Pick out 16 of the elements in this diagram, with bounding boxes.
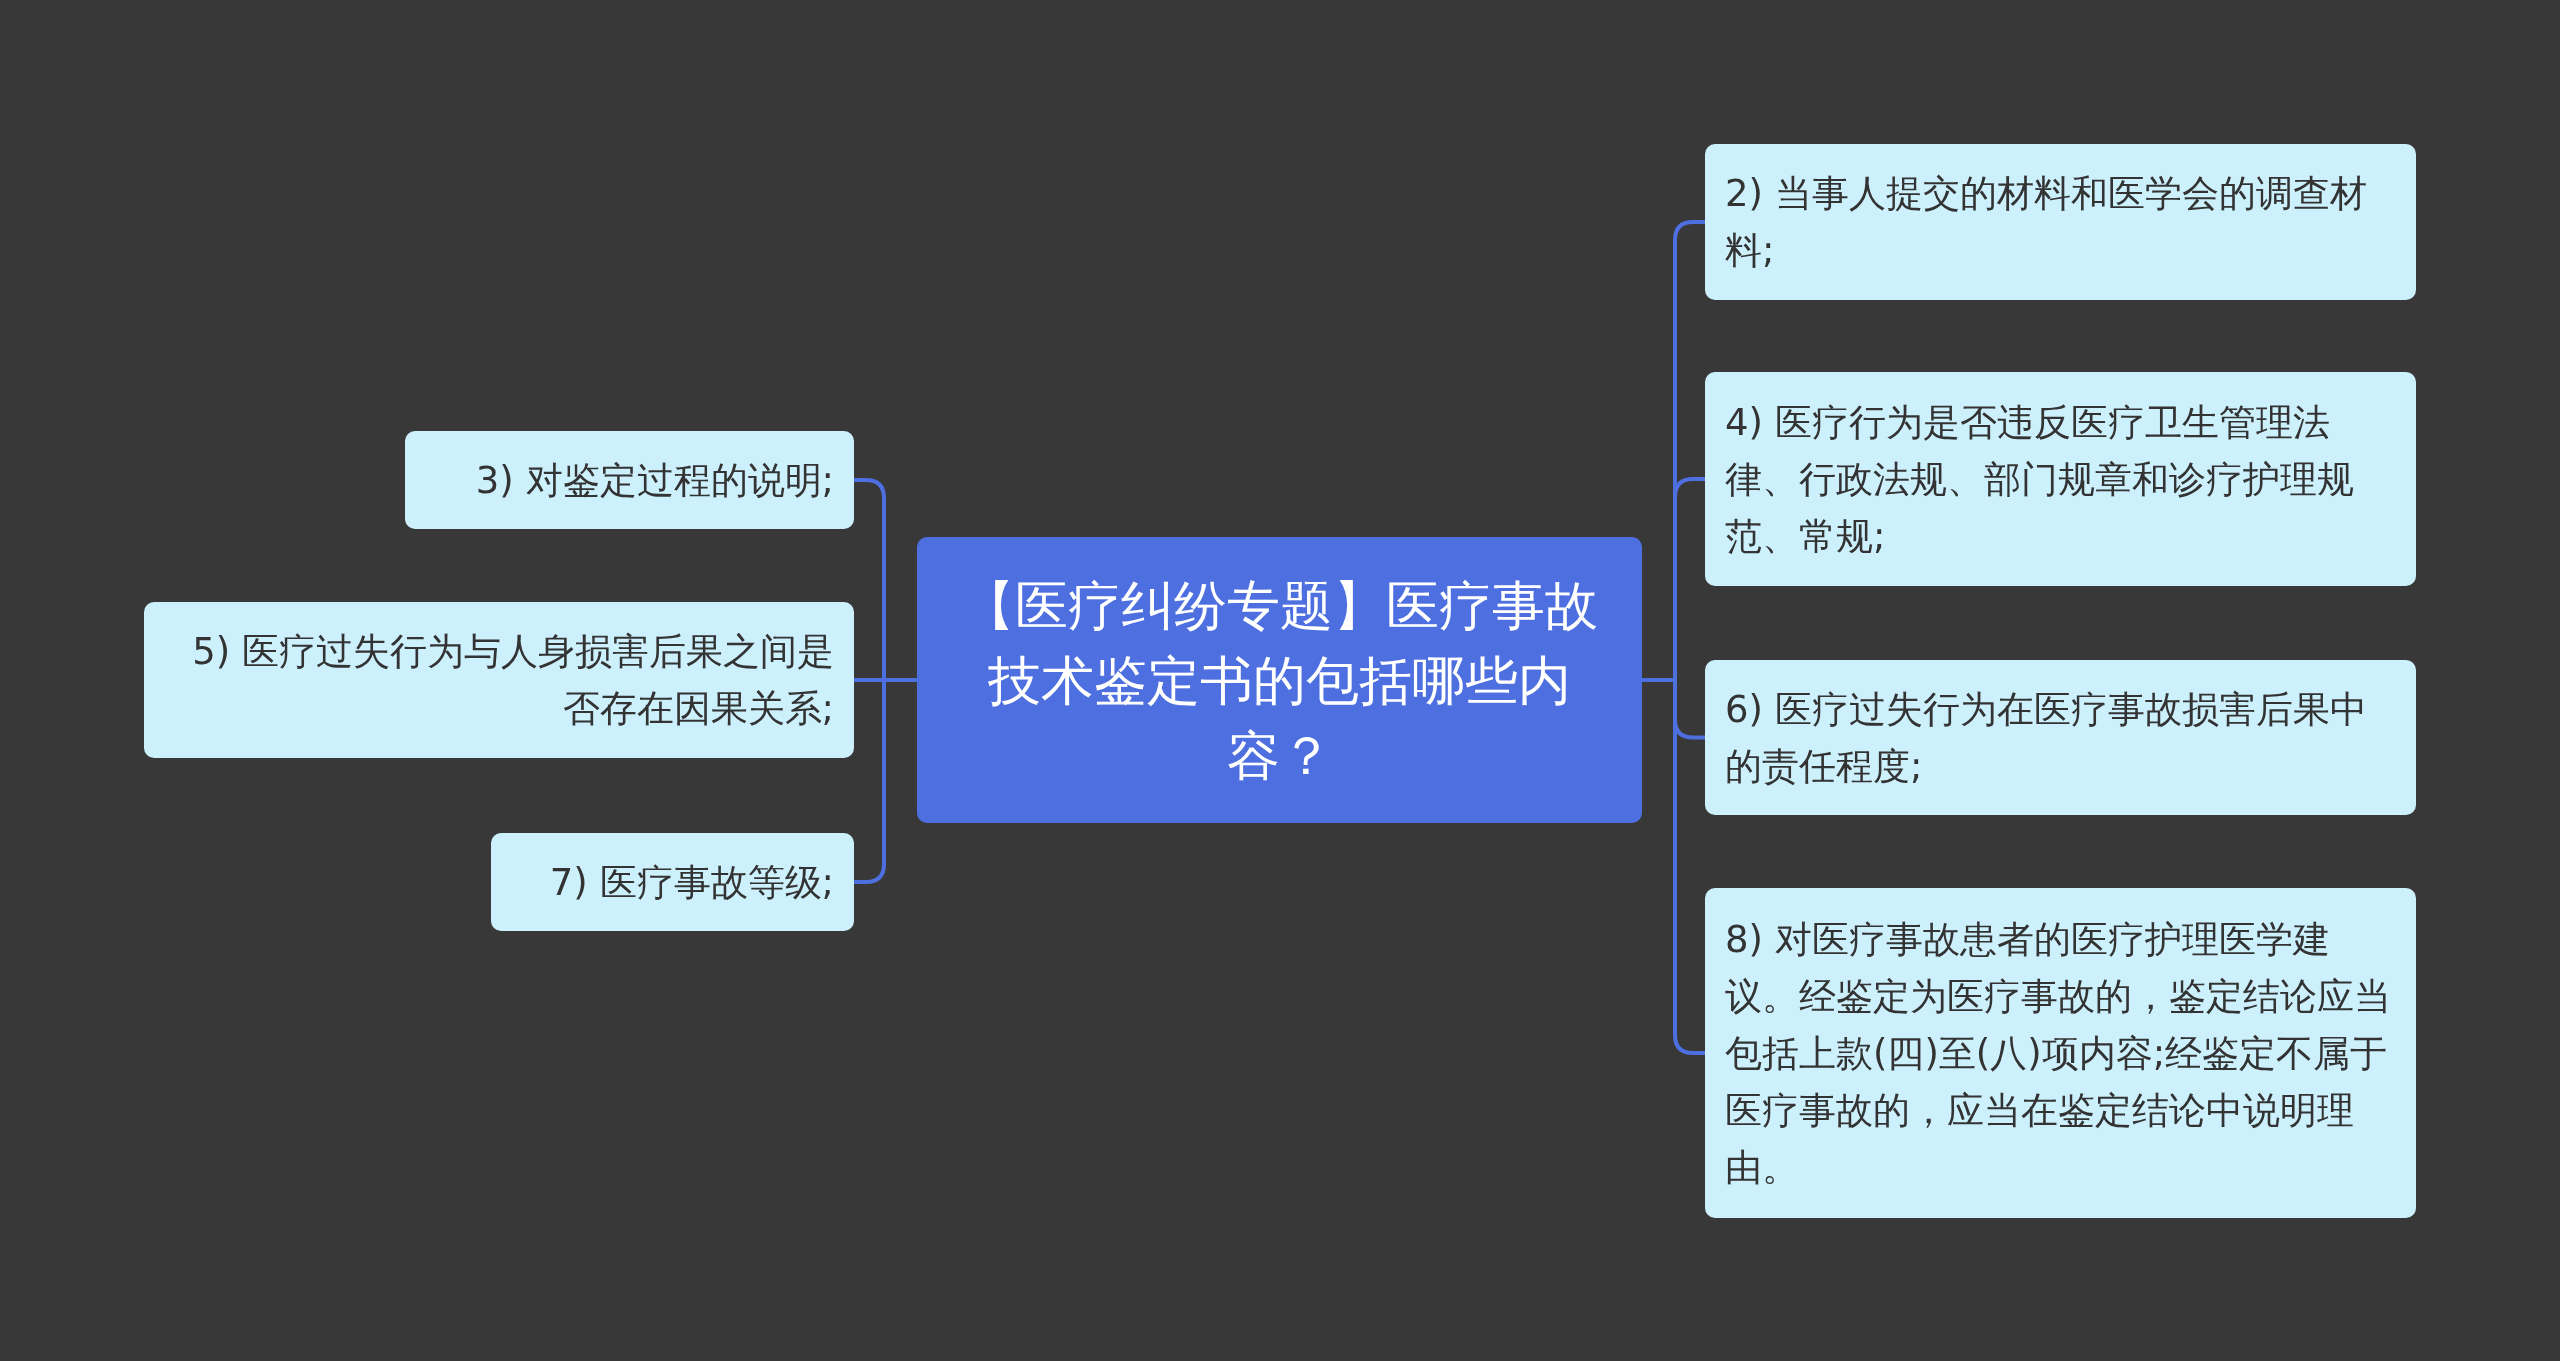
topic-box <box>144 602 854 758</box>
topic-box <box>1705 888 2416 1218</box>
topic-box <box>1705 372 2416 586</box>
topic-box <box>405 431 854 529</box>
topic-box <box>491 833 854 931</box>
topic-box <box>1705 144 2416 300</box>
central-topic-box <box>917 537 1642 823</box>
topic-text: 2) 当事人提交的材料和医学会的调查材料; <box>1725 171 2368 274</box>
topic-text: 4) 医疗行为是否违反医疗卫生管理法律、行政法规、部门规章和诊疗护理规范、常规; <box>1725 399 2355 560</box>
topic-text: 3) 对鉴定过程的说明; <box>474 457 834 504</box>
topic-text: 7) 医疗事故等级; <box>548 859 834 906</box>
topic-text: 5) 医疗过失行为与人身损害后果之间是否存在因果关系; <box>191 629 834 732</box>
central-topic-text: 【医疗纠纷专题】医疗事故技术鉴定书的包括哪些内容？ <box>960 573 1599 788</box>
topic-box <box>1705 660 2416 815</box>
topic-text: 6) 医疗过失行为在医疗事故损害后果中的责任程度; <box>1725 686 2368 790</box>
topic-text: 8) 对医疗事故患者的医疗护理医学建议。经鉴定为医疗事故的，鉴定结论应当包括上款(四)至(八)项内容;经鉴定不属于医疗事故的，应当在鉴定结论中说明理由。 <box>1725 916 2392 1191</box>
